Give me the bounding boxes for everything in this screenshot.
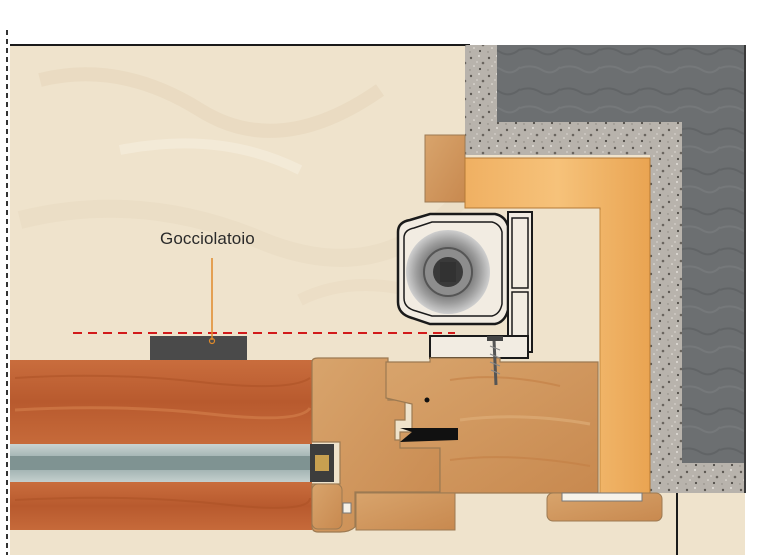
screw-icon — [487, 336, 503, 386]
glazing-unit — [10, 444, 334, 482]
sill-bottom — [355, 492, 456, 531]
sash-top — [10, 360, 312, 444]
gocciolatoio-label: Gocciolatoio — [160, 229, 255, 248]
top-block — [424, 134, 466, 203]
sash-profile — [311, 357, 441, 533]
sill-bottom-left — [311, 483, 343, 530]
gasket — [400, 428, 458, 442]
leader-dot — [208, 337, 216, 345]
roller-blind-drum-icon — [406, 230, 490, 314]
drip-element — [150, 336, 247, 360]
wall-concrete — [497, 45, 745, 463]
sash-bottom — [10, 482, 312, 530]
wall-insulation — [465, 45, 745, 493]
